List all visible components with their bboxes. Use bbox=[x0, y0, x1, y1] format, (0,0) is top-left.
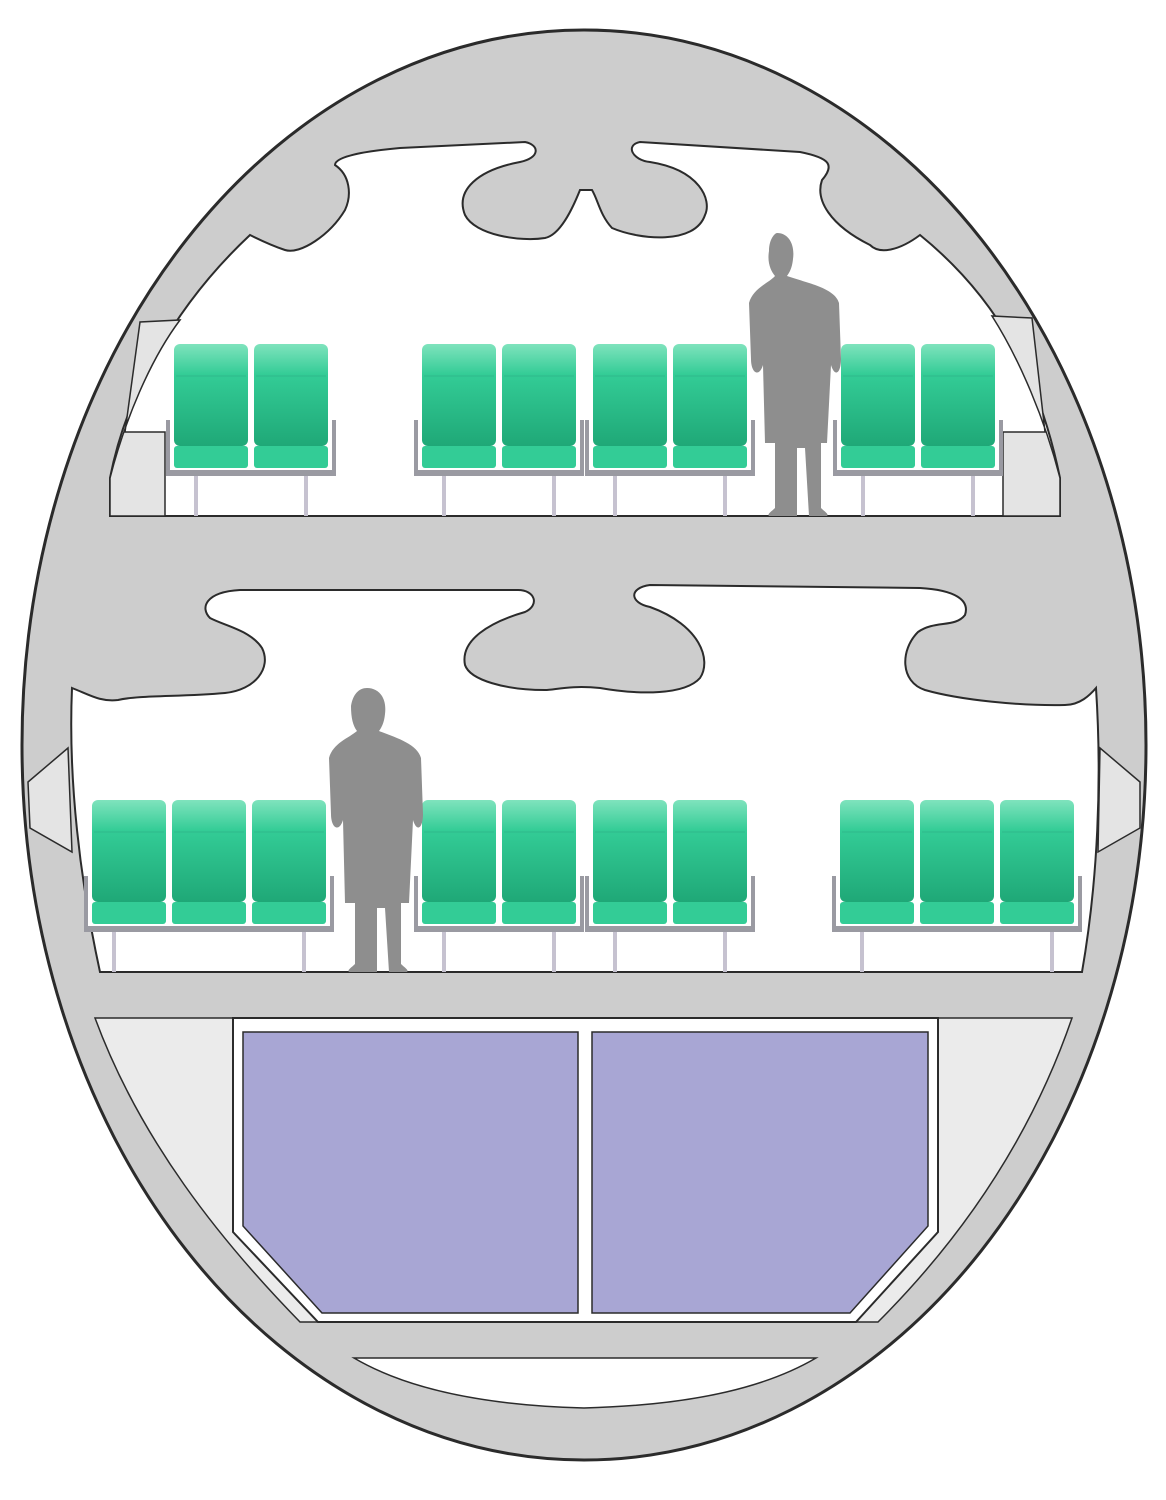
seat-cushion bbox=[920, 902, 994, 924]
seat-cushion bbox=[254, 446, 328, 468]
seat-back bbox=[92, 800, 166, 902]
seat-icon bbox=[174, 344, 248, 468]
seat-cushion bbox=[841, 446, 915, 468]
seat-icon bbox=[841, 344, 915, 468]
seat-cushion bbox=[422, 902, 496, 924]
seat-icon bbox=[252, 800, 326, 924]
seat-back bbox=[673, 800, 747, 902]
main-seat-group-3 bbox=[585, 800, 755, 972]
seat-back bbox=[840, 800, 914, 902]
seat-cushion bbox=[174, 446, 248, 468]
cargo-container-right-icon bbox=[591, 1031, 929, 1314]
belly-fairing-bay bbox=[351, 1357, 819, 1409]
seat-cushion bbox=[593, 446, 667, 468]
main-right-side-panel bbox=[1097, 746, 1141, 854]
seat-back bbox=[254, 344, 328, 446]
seat-icon bbox=[254, 344, 328, 468]
cargo-hold-left-side bbox=[93, 1017, 320, 1323]
seat-cushion bbox=[502, 902, 576, 924]
seat-icon bbox=[920, 800, 994, 924]
seat-icon bbox=[593, 800, 667, 924]
main-seat-group-1 bbox=[84, 800, 334, 972]
seat-icon bbox=[172, 800, 246, 924]
seat-cushion bbox=[252, 902, 326, 924]
seat-cushion bbox=[593, 902, 667, 924]
seat-icon bbox=[673, 800, 747, 924]
cargo-container-left-icon bbox=[242, 1031, 579, 1314]
seat-leg bbox=[860, 932, 864, 972]
seat-leg bbox=[442, 932, 446, 972]
passenger-silhouettes bbox=[329, 233, 841, 972]
upper-seat-group-4 bbox=[833, 344, 1003, 516]
main-seat-group-2 bbox=[414, 800, 584, 972]
seat-back bbox=[593, 800, 667, 902]
seat-leg bbox=[304, 476, 308, 516]
seat-leg bbox=[613, 932, 617, 972]
person-silhouette-icon bbox=[329, 688, 423, 972]
person-silhouette-icon bbox=[749, 233, 841, 516]
seat-icon bbox=[502, 800, 576, 924]
seat-cushion bbox=[172, 902, 246, 924]
seat-leg bbox=[442, 476, 446, 516]
upper-seat-group-3 bbox=[585, 344, 755, 516]
seat-back bbox=[673, 344, 747, 446]
main-left-side-panel bbox=[27, 746, 73, 854]
seat-leg bbox=[861, 476, 865, 516]
seat-back bbox=[921, 344, 995, 446]
upper-seat-group-2 bbox=[414, 344, 584, 516]
seat-back bbox=[252, 800, 326, 902]
seat-cushion bbox=[1000, 902, 1074, 924]
upper-right-side-panel bbox=[990, 315, 1061, 517]
seat-icon bbox=[921, 344, 995, 468]
seat-icon bbox=[422, 800, 496, 924]
lower-cargo-hold bbox=[93, 1017, 1074, 1409]
main-deck-side-panels bbox=[27, 746, 1141, 854]
seat-leg bbox=[552, 932, 556, 972]
seat-leg bbox=[971, 476, 975, 516]
seat-leg bbox=[1050, 932, 1054, 972]
seat-back bbox=[422, 344, 496, 446]
seat-cushion bbox=[502, 446, 576, 468]
seat-cushion bbox=[422, 446, 496, 468]
seat-icon bbox=[673, 344, 747, 468]
seat-cushion bbox=[840, 902, 914, 924]
passenger-seats bbox=[84, 344, 1082, 972]
seat-cushion bbox=[673, 902, 747, 924]
seat-back bbox=[422, 800, 496, 902]
seat-back bbox=[920, 800, 994, 902]
seat-icon bbox=[422, 344, 496, 468]
seat-leg bbox=[302, 932, 306, 972]
seat-cushion bbox=[921, 446, 995, 468]
seat-icon bbox=[840, 800, 914, 924]
upper-seat-group-1 bbox=[166, 344, 336, 516]
cargo-hold-right-side bbox=[854, 1017, 1074, 1323]
seat-icon bbox=[502, 344, 576, 468]
seat-back bbox=[841, 344, 915, 446]
seat-leg bbox=[613, 476, 617, 516]
seat-back bbox=[502, 800, 576, 902]
seat-leg bbox=[723, 476, 727, 516]
seat-back bbox=[593, 344, 667, 446]
main-seat-group-4 bbox=[832, 800, 1082, 972]
seat-back bbox=[1000, 800, 1074, 902]
seat-leg bbox=[112, 932, 116, 972]
upper-left-side-panel bbox=[109, 319, 182, 517]
seat-cushion bbox=[673, 446, 747, 468]
seat-leg bbox=[723, 932, 727, 972]
seat-icon bbox=[1000, 800, 1074, 924]
seat-leg bbox=[552, 476, 556, 516]
seat-icon bbox=[593, 344, 667, 468]
seat-back bbox=[502, 344, 576, 446]
seat-back bbox=[174, 344, 248, 446]
seat-icon bbox=[92, 800, 166, 924]
seat-leg bbox=[194, 476, 198, 516]
upper-deck-side-panels bbox=[109, 315, 1061, 517]
seat-back bbox=[172, 800, 246, 902]
seat-cushion bbox=[92, 902, 166, 924]
